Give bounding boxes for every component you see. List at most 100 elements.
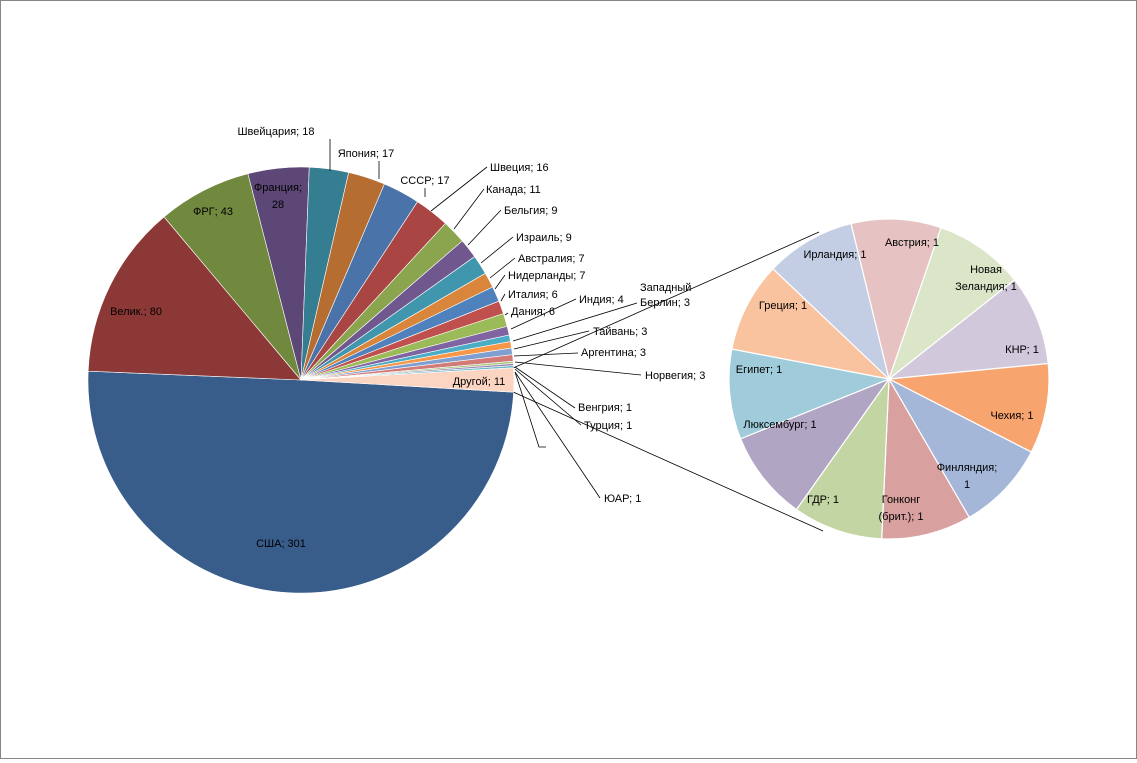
secondary-label-австрия: Австрия; 1 (885, 237, 939, 249)
label-франция-line: 28 (272, 199, 284, 211)
leader-бельгия (467, 209, 502, 246)
secondary-label-ирландия: Ирландия; 1 (803, 249, 866, 261)
label-ссср: СССР; 17 (400, 175, 449, 187)
label-аргентина: Аргентина; 3 (581, 347, 646, 359)
label-тайвань-line: Тайвань; 3 (593, 326, 647, 338)
secondary-label-греция-line: Греция; 1 (759, 300, 807, 312)
leader-аргентина (513, 352, 579, 357)
secondary-label-гонконг-брит-line: Гонконг (882, 494, 921, 506)
label-фрг-line: ФРГ; 43 (193, 206, 233, 218)
label-велик-line: Велик.; 80 (110, 306, 162, 318)
leader-bracket (514, 371, 546, 448)
label-австралия: Австралия; 7 (518, 253, 585, 265)
label-турция: Турция; 1 (584, 420, 632, 432)
label-фрг: ФРГ; 43 (193, 206, 233, 218)
label-япония-line: Япония; 17 (338, 148, 395, 160)
secondary-label-новая-зеландия-line: Новая (970, 264, 1002, 276)
slice-сша[interactable] (87, 370, 514, 594)
slice-другой[interactable] (300, 367, 515, 393)
secondary-slice-австрия[interactable] (850, 218, 942, 382)
label-швеция-line: Швеция; 16 (490, 162, 549, 174)
label-аргентина-line: Аргентина; 3 (581, 347, 646, 359)
secondary-label-ирландия-line: Ирландия; 1 (803, 249, 866, 261)
secondary-slice-гонконг-брит[interactable] (881, 376, 971, 540)
secondary-slice-греция[interactable] (731, 267, 891, 380)
secondary-label-гдр-line: ГДР; 1 (807, 494, 839, 506)
label-индия-line: Индия; 4 (579, 294, 624, 306)
label-италия: Италия; 6 (508, 289, 558, 301)
secondary-slice-гдр[interactable] (795, 376, 890, 540)
secondary-label-финляндия: Финляндия; 1 (937, 462, 998, 491)
label-франция-line: Франция; (254, 182, 302, 194)
label-тайвань: Тайвань; 3 (593, 326, 647, 338)
leader-италия (500, 293, 506, 302)
leader-юар (514, 371, 601, 499)
label-западный-берлин-line: Западный (640, 282, 691, 294)
secondary-label-египет-line: Египет; 1 (736, 364, 782, 376)
secondary-label-чехия: Чехия; 1 (990, 410, 1033, 422)
leader-индия (510, 298, 577, 330)
leader-турция (514, 368, 582, 426)
label-канада: Канада; 11 (486, 184, 541, 196)
secondary-slice-финляндия[interactable] (887, 377, 1033, 519)
leader-австралия (489, 257, 516, 279)
data-labels: США; 301 Велик.; 80 ФРГ; 43 Франция; 28Друго… (110, 126, 1039, 550)
label-сша-line: США; 301 (256, 538, 306, 550)
label-швейцария-line: Швейцария; 18 (237, 126, 314, 138)
label-другой: Другой; 11 (453, 376, 506, 388)
secondary-label-кнр: КНР; 1 (1005, 344, 1039, 356)
label-израиль: Израиль; 9 (516, 232, 572, 244)
label-канада-line: Канада; 11 (486, 184, 541, 196)
label-турция-line: Турция; 1 (584, 420, 632, 432)
leader-израиль (480, 236, 514, 264)
label-норвегия: Норвегия; 3 (645, 370, 705, 382)
leader-венгрия (514, 366, 576, 409)
label-нидерланды: Нидерланды; 7 (508, 270, 586, 282)
secondary-label-греция: Греция; 1 (759, 300, 807, 312)
leader-швеция (430, 166, 488, 212)
label-дания-line: Дания; 6 (511, 306, 555, 318)
label-бельгия-line: Бельгия; 9 (504, 205, 557, 217)
label-венгрия-line: Венгрия; 1 (578, 402, 632, 414)
secondary-label-гдр: ГДР; 1 (807, 494, 839, 506)
secondary-slice-чехия[interactable] (886, 362, 1050, 453)
secondary-label-чехия-line: Чехия; 1 (990, 410, 1033, 422)
label-швейцария: Швейцария; 18 (237, 126, 314, 138)
label-франция: Франция; 28 (254, 182, 302, 211)
secondary-label-австрия-line: Австрия; 1 (885, 237, 939, 249)
leader-нидерланды (494, 274, 506, 290)
main-pie (87, 166, 515, 594)
secondary-label-гонконг-брит: Гонконг (брит.); 1 (879, 494, 924, 523)
secondary-slice-ирландия[interactable] (772, 222, 891, 381)
label-нидерланды-line: Нидерланды; 7 (508, 270, 586, 282)
leader-тайвань (513, 330, 590, 350)
secondary-label-люксембург: Люксембург; 1 (743, 419, 816, 431)
secondary-label-финляндия-line: Финляндия; (937, 462, 998, 474)
label-ссср-line: СССР; 17 (400, 175, 449, 187)
secondary-pie (728, 218, 1050, 540)
secondary-slice-люксембург[interactable] (739, 377, 891, 511)
slice-велик[interactable] (87, 216, 302, 381)
secondary-slice-кнр[interactable] (887, 279, 1049, 380)
label-другой-line: Другой; 11 (453, 376, 506, 388)
label-норвегия-line: Норвегия; 3 (645, 370, 705, 382)
secondary-label-люксембург-line: Люксембург; 1 (743, 419, 816, 431)
label-юар-line: ЮАР; 1 (604, 493, 641, 505)
label-индия: Индия; 4 (579, 294, 624, 306)
secondary-label-кнр-line: КНР; 1 (1005, 344, 1039, 356)
leader-lines (329, 139, 824, 532)
leader-дания (504, 312, 509, 316)
series-line-top (513, 231, 820, 369)
series-line-bottom (513, 391, 824, 532)
secondary-slice-новая-зеландия[interactable] (887, 226, 1016, 381)
leader-канада (453, 188, 485, 230)
secondary-label-финляндия-line: 1 (964, 479, 970, 491)
secondary-label-египет: Египет; 1 (736, 364, 782, 376)
secondary-label-гонконг-брит-line: (брит.); 1 (879, 511, 924, 523)
label-венгрия: Венгрия; 1 (578, 402, 632, 414)
label-юар: ЮАР; 1 (604, 493, 641, 505)
